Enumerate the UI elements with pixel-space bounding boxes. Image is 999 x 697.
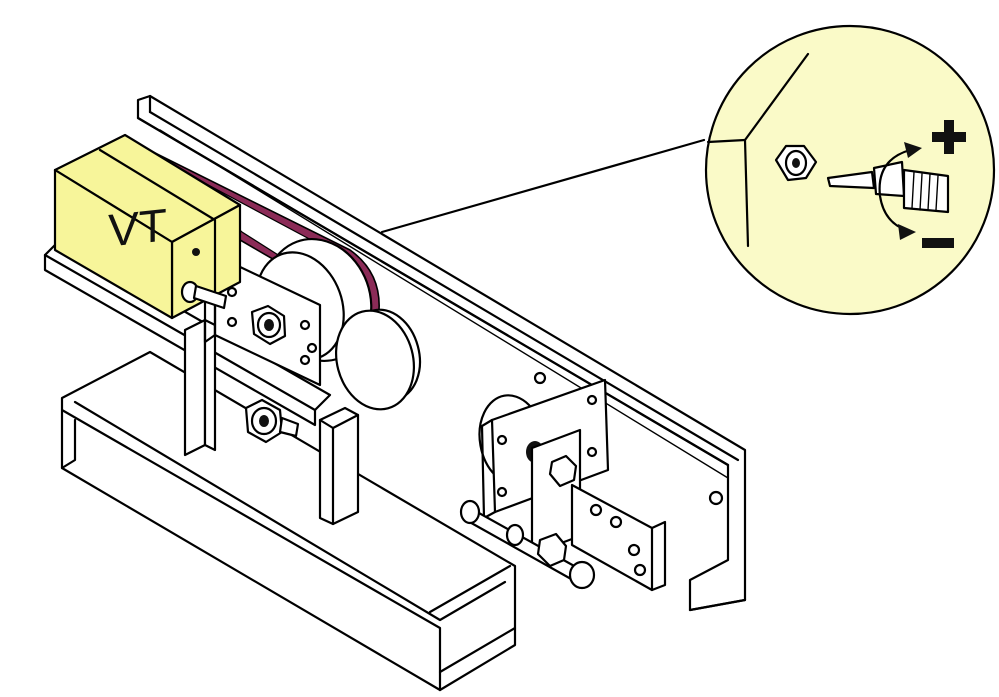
decrease-icon <box>922 238 954 248</box>
bracket-nut-icon <box>250 304 287 346</box>
motor-label: VT <box>108 199 167 257</box>
motor-screw <box>192 248 200 256</box>
conveyor-rail <box>136 94 747 612</box>
support-posts <box>183 318 360 526</box>
rotation-arrow-icon <box>878 142 922 240</box>
detail-callout <box>704 24 996 316</box>
increase-icon <box>932 120 966 154</box>
tension-bolt <box>459 454 596 590</box>
head-pulley <box>334 308 422 411</box>
rail-hole <box>708 490 724 506</box>
base-channel <box>60 350 517 692</box>
nut-icon <box>774 144 818 182</box>
lower-nut-icon <box>244 398 300 444</box>
screwdriver-icon <box>826 160 950 214</box>
callout-leader <box>380 138 706 234</box>
motor-shaft <box>180 280 228 310</box>
rail-hole <box>533 371 547 385</box>
